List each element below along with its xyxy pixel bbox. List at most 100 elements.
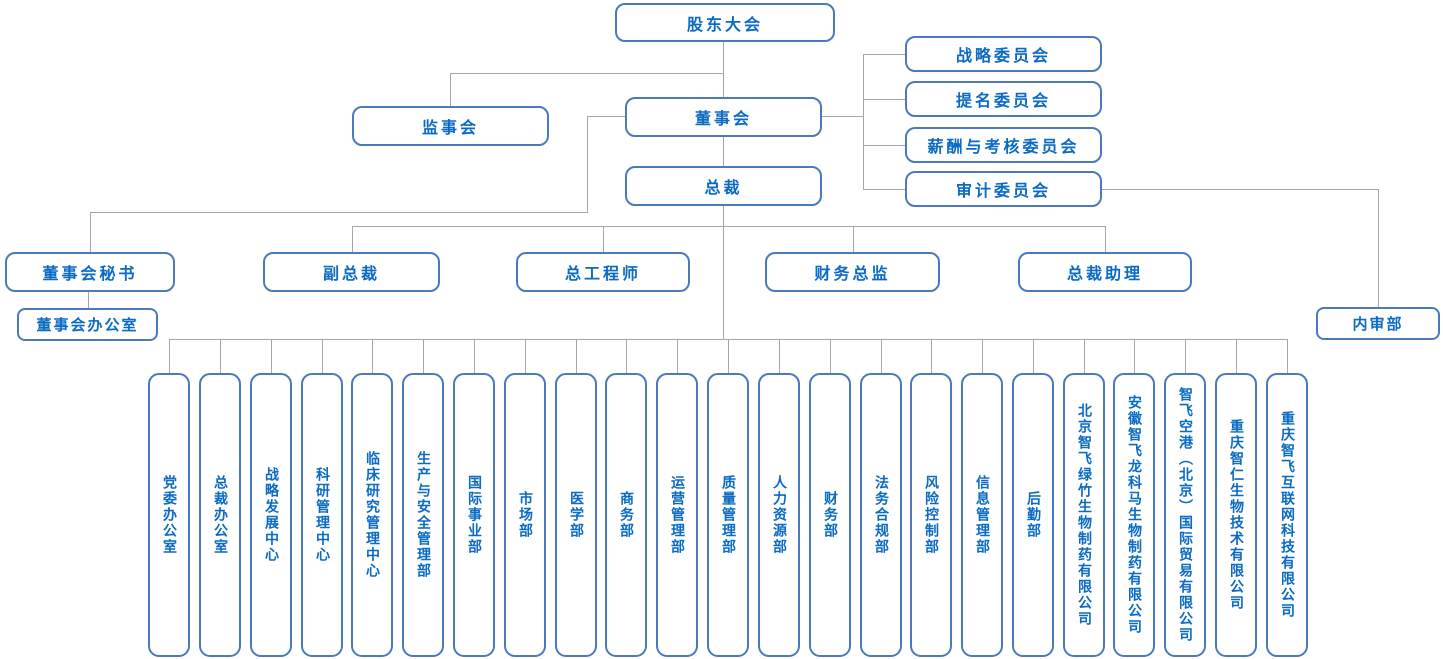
department-item: 人力资源部	[758, 339, 800, 657]
department-item: 生产与安全管理部	[402, 339, 444, 657]
connector-line	[1184, 339, 1186, 373]
department-label: 质量管理部	[720, 475, 736, 555]
department-box: 财务部	[809, 373, 851, 657]
connector-line	[822, 116, 863, 117]
committee-box-audit: 审计委员会	[905, 171, 1102, 207]
subsidiary-item: 智飞空港（北京）国际贸易有限公司	[1164, 339, 1206, 657]
connector-line	[1133, 339, 1135, 373]
management-box-vice-president: 副总裁	[263, 252, 440, 292]
management-box-board-secretary: 董事会秘书	[5, 252, 175, 292]
subsidiary-box: 安徽智飞龙科马生物制药有限公司	[1113, 373, 1155, 657]
connector-line	[863, 54, 905, 55]
department-item: 财务部	[809, 339, 851, 657]
connector-line	[829, 339, 831, 373]
committee-box-nomination: 提名委员会	[905, 81, 1102, 117]
connector-line	[1105, 226, 1106, 252]
department-box: 总裁办公室	[199, 373, 241, 657]
subsidiary-item: 重庆智仁生物技术有限公司	[1215, 339, 1257, 657]
connector-line	[352, 226, 1105, 227]
subsidiary-label: 北京智飞绿竹生物制药有限公司	[1076, 403, 1092, 627]
department-item: 信息管理部	[961, 339, 1003, 657]
connector-line	[863, 99, 905, 100]
connector-line	[1286, 339, 1288, 373]
subsidiary-label: 安徽智飞龙科马生物制药有限公司	[1126, 395, 1142, 635]
management-box-chief-engineer: 总工程师	[516, 252, 690, 292]
connector-line	[1378, 189, 1379, 307]
connector-line	[727, 339, 729, 373]
department-box: 信息管理部	[961, 373, 1003, 657]
department-box: 市场部	[504, 373, 546, 657]
connector-line	[1032, 339, 1034, 373]
department-item: 风险控制部	[910, 339, 952, 657]
department-label: 临床研究管理中心	[364, 451, 380, 579]
node-president: 总裁	[625, 166, 822, 206]
connector-line	[880, 339, 882, 373]
department-box: 医学部	[555, 373, 597, 657]
department-item: 医学部	[555, 339, 597, 657]
connector-line	[352, 226, 353, 252]
department-label: 财务部	[822, 491, 838, 539]
connector-line	[90, 212, 588, 213]
department-item: 质量管理部	[707, 339, 749, 657]
connector-line	[90, 212, 91, 252]
subsidiary-item: 北京智飞绿竹生物制药有限公司	[1063, 339, 1105, 657]
department-box: 科研管理中心	[301, 373, 343, 657]
connector-line	[603, 226, 604, 252]
department-label: 生产与安全管理部	[415, 451, 431, 579]
connector-line	[270, 339, 272, 373]
connector-line	[450, 73, 451, 106]
connector-line	[723, 206, 724, 340]
subsidiary-box: 重庆智仁生物技术有限公司	[1215, 373, 1257, 657]
connector-line	[723, 42, 724, 97]
department-box: 战略发展中心	[250, 373, 292, 657]
department-label: 国际事业部	[466, 475, 482, 555]
department-label: 人力资源部	[771, 475, 787, 555]
department-item: 后勤部	[1012, 339, 1054, 657]
department-box: 商务部	[605, 373, 647, 657]
connector-line	[587, 116, 625, 117]
department-label: 科研管理中心	[314, 467, 330, 563]
department-item: 商务部	[605, 339, 647, 657]
department-label: 后勤部	[1025, 491, 1041, 539]
department-item: 市场部	[504, 339, 546, 657]
department-item: 战略发展中心	[250, 339, 292, 657]
department-box: 后勤部	[1012, 373, 1054, 657]
department-box: 生产与安全管理部	[402, 373, 444, 657]
connector-line	[371, 339, 373, 373]
department-item: 党委办公室	[148, 339, 190, 657]
connector-line	[450, 73, 724, 74]
node-board-of-directors: 董事会	[625, 97, 822, 137]
subsidiary-label: 智飞空港（北京）国际贸易有限公司	[1177, 387, 1193, 643]
connector-line	[981, 339, 983, 373]
department-box: 运营管理部	[656, 373, 698, 657]
subsidiary-item: 安徽智飞龙科马生物制药有限公司	[1113, 339, 1155, 657]
connector-line	[1102, 189, 1378, 190]
department-label: 信息管理部	[974, 475, 990, 555]
subsidiary-label: 重庆智飞互联网科技有限公司	[1279, 411, 1295, 619]
subsidiary-label: 重庆智仁生物技术有限公司	[1228, 419, 1244, 611]
connector-line	[930, 339, 932, 373]
connector-line	[321, 339, 323, 373]
department-box: 党委办公室	[148, 373, 190, 657]
department-box: 国际事业部	[453, 373, 495, 657]
department-label: 党委办公室	[161, 475, 177, 555]
department-label: 运营管理部	[669, 475, 685, 555]
department-box: 法务合规部	[860, 373, 902, 657]
connector-line	[863, 145, 905, 146]
department-item: 科研管理中心	[301, 339, 343, 657]
connector-line	[723, 137, 724, 166]
committee-box-strategy: 战略委员会	[905, 36, 1102, 72]
node-internal-audit: 内审部	[1316, 307, 1440, 340]
connector-line	[778, 339, 780, 373]
management-box-president-assistant: 总裁助理	[1018, 252, 1192, 292]
connector-line	[575, 339, 577, 373]
connector-line	[169, 339, 1288, 340]
connector-line	[863, 189, 905, 190]
connector-line	[422, 339, 424, 373]
department-box: 临床研究管理中心	[351, 373, 393, 657]
connector-line	[88, 292, 89, 308]
node-supervisory-board: 监事会	[352, 106, 549, 146]
connector-line	[473, 339, 475, 373]
department-label: 总裁办公室	[212, 475, 228, 555]
